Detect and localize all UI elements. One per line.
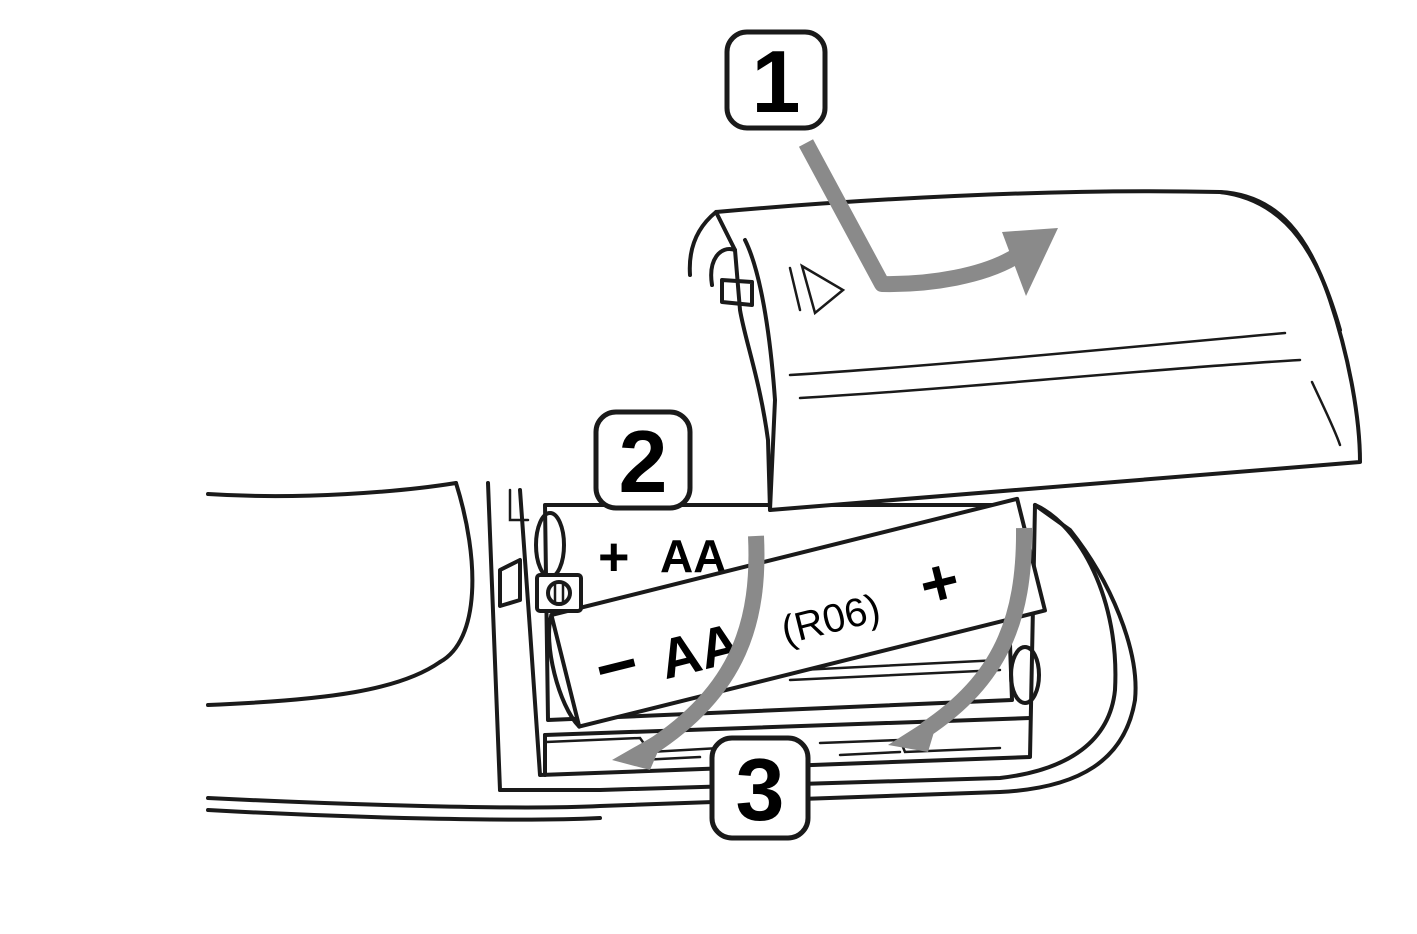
arrow-1-head [1002, 228, 1058, 296]
open-cover-arrow [798, 139, 1058, 296]
back-battery-plus-label: + [598, 527, 630, 587]
insert-battery-arrow-right [888, 527, 1033, 752]
step-badge-3: 3 [709, 735, 811, 841]
insert-battery-arrow-left [612, 535, 765, 770]
step-badge-2: 2 [593, 409, 693, 511]
screw-icon [535, 573, 583, 613]
remote-body [206, 481, 1138, 822]
step-number-1: 1 [752, 32, 801, 131]
double-triangle-arrow-icon [788, 263, 846, 316]
step-number-2: 2 [619, 412, 668, 511]
step-number-3: 3 [736, 740, 785, 839]
arrow-1-shaft [798, 139, 1023, 293]
step-badge-1: 1 [724, 29, 828, 131]
